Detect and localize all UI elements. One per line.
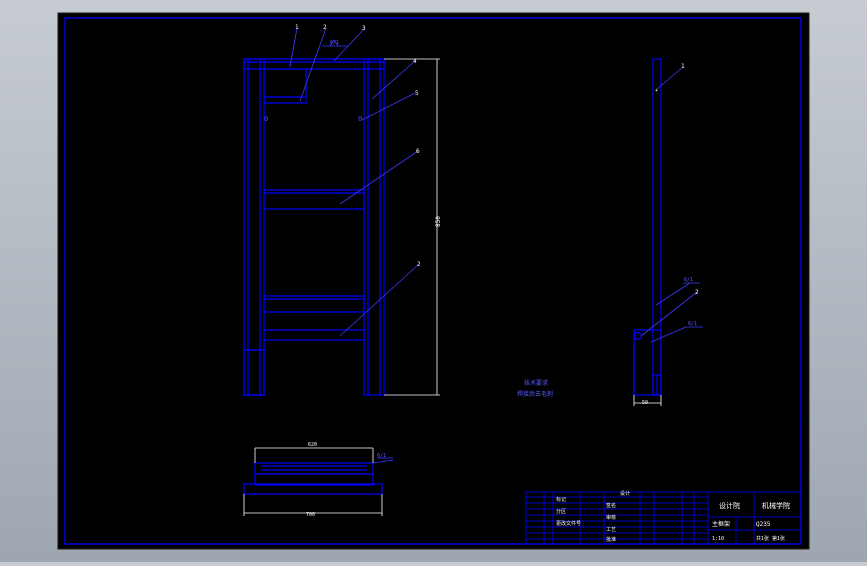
title-scale: 1:10 xyxy=(712,536,724,542)
height-dimension xyxy=(384,58,440,396)
title-material: Q235 xyxy=(756,521,771,528)
title-sheet: 共1张 第1张 xyxy=(756,535,785,542)
callout-6: 6 xyxy=(416,148,420,155)
middle-crossbeam xyxy=(263,189,365,210)
side-marker: + xyxy=(655,88,658,94)
side-callout-1: 1 xyxy=(681,63,685,70)
callout-4: 4 xyxy=(413,58,417,65)
side-dimension xyxy=(633,395,662,406)
title-header-signature: 签名 xyxy=(606,502,616,509)
side-view xyxy=(633,58,662,396)
title-role-process: 工艺 xyxy=(606,527,616,533)
tech-note-title: 技术要求 xyxy=(524,379,548,387)
callout-1: 1 xyxy=(295,24,299,31)
lower-crossbeam-1 xyxy=(263,295,365,313)
title-drawing-name: 主框架 xyxy=(712,520,730,528)
weld-label-topview: 6/1 xyxy=(377,453,386,459)
title-role-review: 审核 xyxy=(606,514,616,521)
top-view-dimensions xyxy=(243,447,383,516)
dimension-side-width: 50 xyxy=(642,400,648,406)
weld-symbol-topview xyxy=(372,457,394,464)
top-bracket xyxy=(263,68,307,104)
drawing-sheet xyxy=(57,12,810,550)
title-header-change: 更改文件号 xyxy=(556,520,581,527)
title-header-marks: 标记 xyxy=(556,496,566,503)
title-role-approve: 批准 xyxy=(606,536,616,543)
marker-left: 0 xyxy=(264,115,268,123)
weld-label-side-2: 6/1 xyxy=(688,321,697,327)
weld-label-side-1: 6/1 xyxy=(684,277,693,283)
title-school: 机械学院 xyxy=(762,501,790,510)
callout-7: 2 xyxy=(417,261,421,268)
title-block xyxy=(525,491,802,545)
dimension-base-width: 700 xyxy=(306,512,315,518)
front-leaders xyxy=(289,27,420,337)
tech-note-body: 焊接后去毛刺 xyxy=(517,390,553,398)
title-header-areas: 分区 xyxy=(556,508,566,515)
lower-crossbeam-2 xyxy=(263,329,365,341)
callout-5: 5 xyxy=(415,90,419,97)
drawing-border xyxy=(64,17,802,545)
dimension-height: 850 xyxy=(435,216,442,227)
callout-2: 2 xyxy=(323,24,327,31)
weld-symbol-top xyxy=(322,39,347,47)
marker-right: 0 xyxy=(358,115,362,123)
callout-3: 3 xyxy=(362,25,366,32)
dimension-top-width: 620 xyxy=(308,442,317,448)
side-leaders xyxy=(640,66,703,343)
top-view xyxy=(243,462,383,495)
front-view xyxy=(243,58,385,396)
side-callout-2: 2 xyxy=(695,289,699,296)
title-header-role: 设计 xyxy=(620,490,630,497)
weld-label-top: 6/1 xyxy=(330,40,339,46)
title-company: 设计院 xyxy=(719,501,740,510)
top-beam xyxy=(243,58,385,70)
